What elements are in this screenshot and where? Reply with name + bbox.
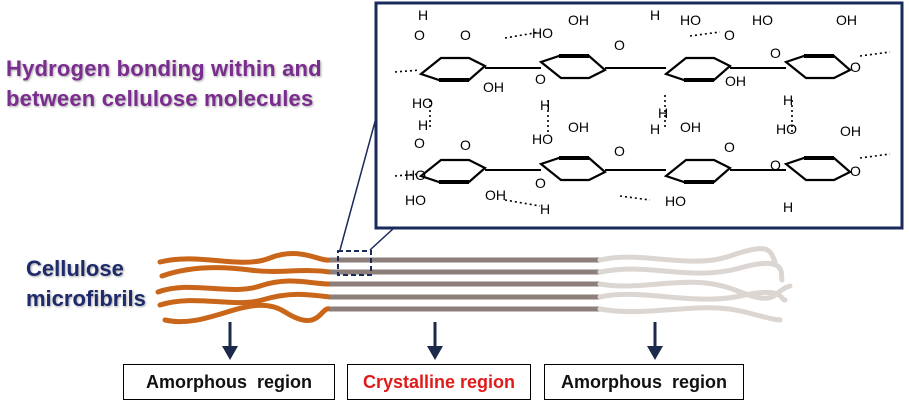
amorphous-fibril-strand [597,305,783,323]
atom-label: H [418,7,428,23]
atom-label: H [658,105,668,121]
atom-label: OH [836,12,857,28]
atom-label: O [770,157,781,173]
amorphous-fibril-strand [162,302,333,324]
atom-label: O [770,45,781,61]
atom-label: HO [776,121,797,137]
molecular-structure-frame [374,1,904,230]
atom-label: H [783,199,793,215]
hydrogen-bond [859,51,891,57]
zoom-connector-line [369,227,395,251]
atom-label: O [724,27,735,43]
hydrogen-bond [859,153,891,159]
hydrogen-bond [394,69,421,73]
atom-label: O [460,137,471,153]
hydrogen-bond [504,199,541,207]
dashed-selection-box-icon [337,250,372,276]
amorphous-fibril-strand [597,289,788,303]
amorphous-fibril-strand [597,260,785,283]
down-arrow-icon [647,322,663,360]
atom-label: O [535,175,546,191]
atom-label: H [418,117,428,133]
diagram-title-line-1: Hydrogen bonding within and [6,56,322,81]
down-arrow-icon [222,322,238,360]
atom-label: HO [405,192,426,208]
atom-label: H [650,121,660,137]
amorphous-region-box-left: Amorphous region [123,364,335,400]
atom-label: H [540,201,550,217]
atom-label: OH [680,119,701,135]
atom-label: O [460,27,471,43]
hydrogen-bond [394,173,421,177]
atom-label: HO [680,12,701,28]
amorphous-fibril-strand [597,246,778,265]
down-arrow-icon [427,322,443,360]
hydrogen-bond [619,195,651,201]
atom-label: O [414,135,425,151]
zoom-connector-line [339,117,377,251]
atom-label: O [850,59,861,75]
atom-label: HO [412,95,433,111]
atom-label: HO [532,25,553,41]
hydrogen-bond [504,31,541,39]
atom-label: O [614,143,625,159]
atom-label: OH [568,119,589,135]
amorphous-fibril-strand [159,265,333,279]
atom-label: O [724,139,735,155]
atom-label: HO [532,131,553,147]
atom-label: HO [752,12,773,28]
atom-label: OH [483,79,504,95]
crystalline-fibrils [330,257,600,312]
atom-label: O [414,27,425,43]
amorphous-fibrils-right [597,246,793,323]
atom-label: OH [840,123,861,139]
amorphous-fibrils-left [155,251,333,324]
atom-label: HO [405,167,426,183]
diagram-title-line-2: between cellulose molecules [6,86,314,111]
atom-label: O [535,71,546,87]
atom-label: O [614,37,625,53]
atom-label: H [650,7,660,23]
atom-label: O [850,163,861,179]
atom-label: OH [568,12,589,28]
atom-label: H [540,97,550,113]
atom-label: H [783,92,793,108]
amorphous-fibril-strand [157,251,333,265]
crystalline-region-box: Crystalline region [347,364,531,400]
microfibril-label-line-2: microfibrils [26,286,146,311]
atom-label: OH [725,73,746,89]
atom-label: OH [485,187,506,203]
atom-label: HO [665,193,686,209]
hydrogen-bond [689,31,721,37]
amorphous-fibril-strand [157,291,333,308]
amorphous-region-box-right: Amorphous region [544,364,744,400]
microfibril-label-line-1: Cellulose [26,256,124,281]
amorphous-fibril-strand [155,278,333,295]
